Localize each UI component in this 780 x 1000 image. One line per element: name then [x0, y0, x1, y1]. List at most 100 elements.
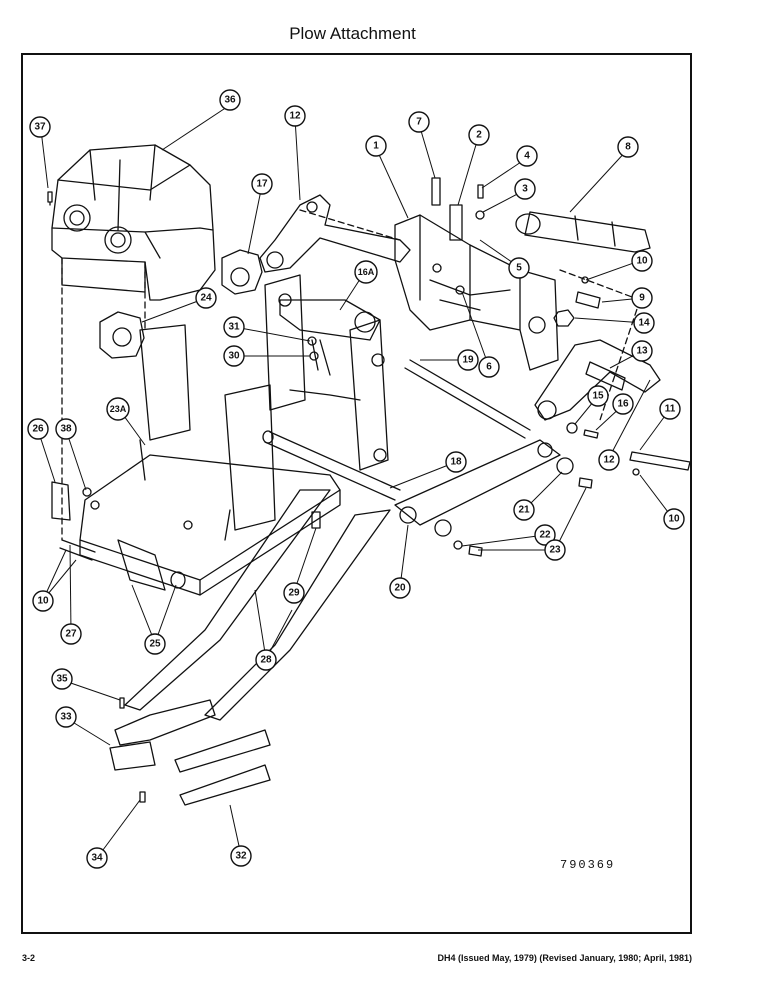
handle-part-26	[51, 481, 71, 521]
bolt-part-29	[311, 511, 321, 529]
page-title: Plow Attachment	[289, 24, 416, 43]
callout-label: 33	[60, 712, 72, 723]
callout-13	[631, 340, 653, 362]
callout-4	[516, 145, 538, 167]
callout-37	[29, 116, 51, 138]
callout-24	[195, 287, 217, 309]
callout-label: 3	[522, 184, 528, 195]
callout-32	[230, 845, 252, 867]
pin-part-27	[59, 539, 96, 561]
blade-plate-part-33	[109, 699, 216, 771]
callout-19	[457, 349, 479, 371]
callout-25	[144, 633, 166, 655]
bracket-part-25	[117, 539, 166, 591]
callout-8	[617, 136, 639, 158]
link-arm-part-12-upper	[259, 194, 411, 273]
callout-11	[659, 398, 681, 420]
callout-label: 12	[289, 111, 301, 122]
bolt-part-23-lower	[468, 545, 483, 557]
callout-label: 23	[549, 545, 561, 556]
callout-label: 32	[235, 851, 247, 862]
cotter-pin-part-10-lower	[632, 468, 640, 476]
callout-label: 35	[56, 674, 68, 685]
blade-plate-part-32	[174, 729, 271, 806]
callout-label: 21	[518, 505, 530, 516]
hydraulic-cylinder-part-8	[515, 211, 651, 253]
bolt-part-23-upper	[578, 477, 593, 489]
lockwasher-part-22	[453, 540, 463, 550]
moldboard-arms-part-28	[124, 489, 391, 721]
callout-label: 11	[665, 404, 676, 415]
callout-9	[631, 287, 653, 309]
callout-38	[55, 418, 77, 440]
drawing-frame	[21, 53, 692, 934]
bolt-part-35	[119, 697, 125, 709]
callout-26	[27, 418, 49, 440]
page-number: 3-2	[22, 953, 36, 963]
callout-label: 7	[416, 117, 422, 128]
callout-10-c	[32, 590, 54, 612]
callout-14	[633, 312, 655, 334]
callout-36	[219, 89, 241, 111]
callout-label: 30	[228, 351, 240, 362]
bolt-part-37	[47, 191, 53, 206]
callout-label: 9	[639, 293, 645, 304]
callout-29	[283, 582, 305, 604]
callout-33	[55, 706, 77, 728]
callout-1	[365, 135, 387, 157]
callout-label: 14	[638, 318, 650, 329]
callout-label: 28	[260, 655, 272, 666]
callout-label: 10	[37, 596, 49, 607]
callout-23a	[106, 397, 130, 421]
callout-label: 38	[60, 424, 72, 435]
callout-23	[544, 539, 566, 561]
callout-10-b	[663, 508, 685, 530]
callout-10-a	[631, 250, 653, 272]
callout-7	[408, 111, 430, 133]
axle-part-18	[264, 431, 401, 501]
bushing-part-24	[99, 311, 145, 359]
callout-label: 5	[516, 263, 522, 274]
center-frame-part-16a	[264, 274, 389, 471]
pin-part-9	[575, 291, 601, 309]
callout-3	[514, 178, 536, 200]
bolt-part-4	[477, 184, 484, 199]
callout-label: 17	[256, 179, 268, 190]
callout-label: 18	[450, 457, 462, 468]
callout-16a	[354, 260, 378, 284]
callout-22	[534, 524, 556, 546]
bolt-part-16	[583, 429, 599, 439]
callout-label: 10	[636, 256, 648, 267]
callout-label: 29	[288, 588, 300, 599]
pin-part-11	[629, 451, 691, 471]
mounting-bracket-part-1	[394, 214, 559, 371]
callout-20	[389, 577, 411, 599]
callout-label: 16A	[358, 267, 375, 277]
exploded-parts-diagram: 36 37 12 17 24 1 7 2 4 8 3 5 10 9 14 13 …	[27, 89, 691, 869]
callout-label: 15	[592, 391, 604, 402]
callout-label: 23A	[110, 404, 127, 414]
bar-part-20	[394, 439, 561, 526]
callout-label: 6	[486, 362, 492, 373]
callout-34	[86, 847, 108, 869]
callout-5	[508, 257, 530, 279]
callout-16	[612, 393, 634, 415]
callout-label: 2	[476, 130, 482, 141]
callout-label: 1	[373, 141, 379, 152]
callout-label: 22	[539, 530, 551, 541]
callout-15	[587, 385, 609, 407]
callout-label: 16	[617, 399, 629, 410]
washer-part-21-upper	[556, 457, 574, 475]
callout-21	[513, 499, 535, 521]
figure-number: 790369	[560, 858, 616, 872]
callout-label: 26	[32, 424, 44, 435]
pin-part-7	[431, 177, 441, 206]
washer-part-3	[475, 210, 485, 220]
callout-35	[51, 668, 73, 690]
callout-label: 25	[149, 639, 161, 650]
callout-label: 19	[462, 355, 474, 366]
callout-label: 31	[228, 322, 240, 333]
bolt-part-34	[139, 791, 146, 803]
callout-label: 37	[34, 122, 46, 133]
nut-part-14	[553, 309, 575, 327]
